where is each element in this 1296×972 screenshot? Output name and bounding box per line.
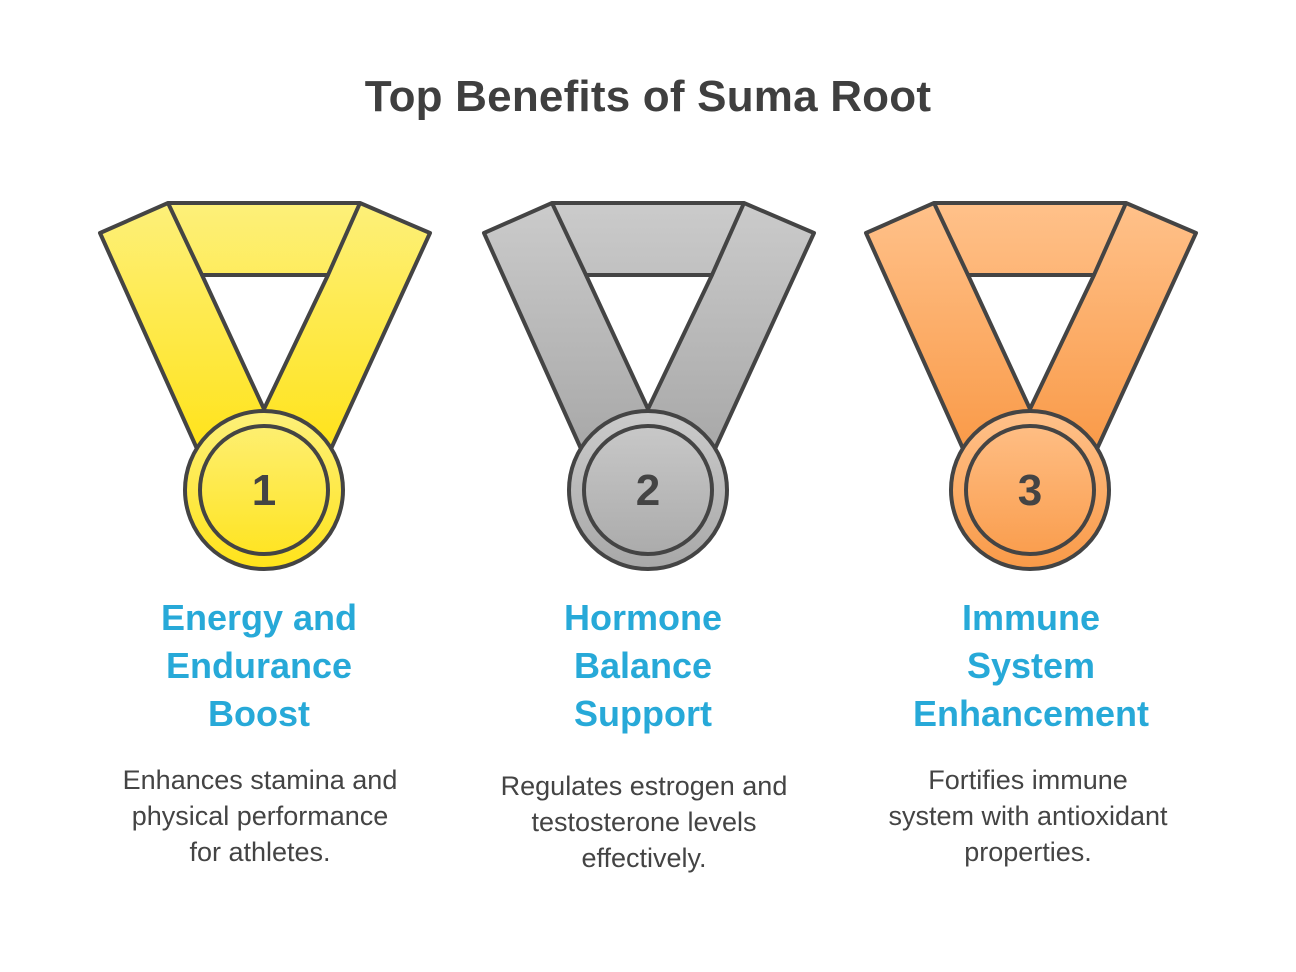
medal-rank-2: 2 [636,466,660,515]
benefit-title-line: System [966,645,1096,686]
benefit-title-line: Hormone [563,597,722,638]
benefit-title-immune: Immune System Enhancement [881,594,1181,738]
benefit-title-line: Support [574,693,712,734]
silver-medal-icon: 2 [478,195,818,580]
benefit-title-line: Energy and [160,597,358,638]
benefit-title-line: Balance [573,645,713,686]
benefit-description-hormone: Regulates estrogen and testosterone leve… [500,771,788,873]
medal-rank-3: 3 [1018,466,1042,515]
benefit-title-line: Boost [208,693,310,734]
gold-medal-icon: 1 [94,195,434,580]
bronze-medal-icon: 3 [860,195,1200,580]
benefit-description-energy: Enhances stamina and physical performanc… [122,765,398,867]
benefit-title-line: Enhancement [912,693,1150,734]
benefit-title-energy: Energy and Endurance Boost [109,594,409,738]
benefit-title-line: Endurance [165,645,353,686]
benefit-title-line: Immune [961,597,1101,638]
page-title: Top Benefits of Suma Root [364,72,932,121]
medal-rank-1: 1 [252,466,276,515]
benefit-description-immune: Fortifies immune system with antioxidant… [888,765,1168,867]
benefit-title-hormone: Hormone Balance Support [493,594,793,738]
